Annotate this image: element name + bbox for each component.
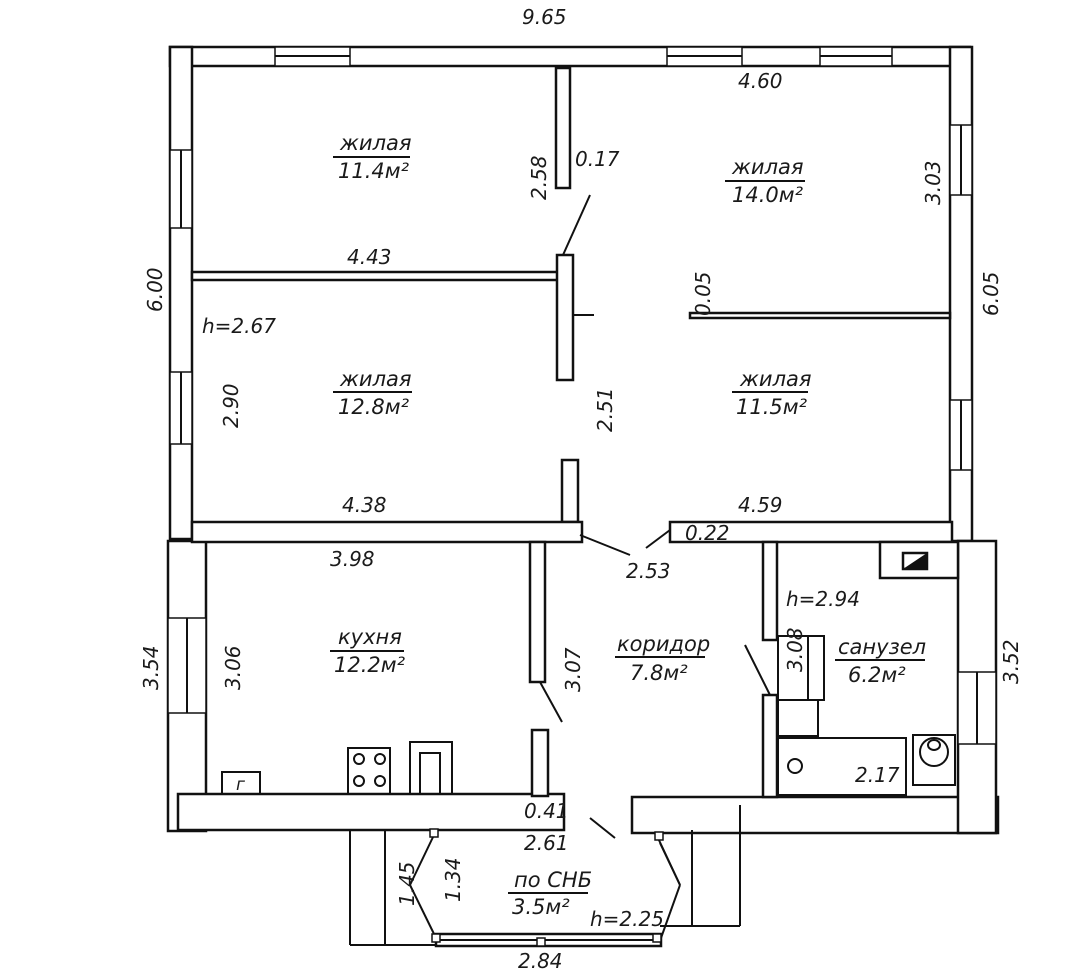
room-kitchen-area: 12.2м²: [334, 653, 406, 677]
dim-303: 3.03: [921, 160, 945, 205]
dim-134: 1.34: [441, 857, 465, 902]
room-living2-area: 14.0м²: [732, 183, 804, 207]
room-living1-area: 11.4м²: [338, 159, 410, 183]
overall-right-dim: 6.05: [979, 271, 1003, 316]
ceiling-height-bath: h=2.94: [786, 587, 860, 611]
overall-width-dim: 9.65: [522, 5, 567, 29]
boiler-label: г: [236, 775, 245, 795]
dim-459: 4.59: [738, 493, 783, 517]
windows: [167, 46, 997, 745]
ceiling-height-main: h=2.67: [202, 314, 276, 338]
ceiling-height-porch: h=2.25: [590, 907, 664, 931]
room-porch-name: по СНБ: [514, 868, 592, 892]
dim-306: 3.06: [221, 645, 245, 690]
room-corridor-area: 7.8м²: [630, 661, 688, 685]
room-porch-area: 3.5м²: [512, 895, 570, 919]
dim-352: 3.52: [999, 639, 1023, 684]
room-living4-area: 11.5м²: [736, 395, 808, 419]
dim-354: 3.54: [139, 645, 163, 690]
dim-261: 2.61: [524, 831, 569, 855]
dim-251: 2.51: [593, 387, 617, 432]
dim-217: 2.17: [855, 763, 900, 787]
dim-438: 4.38: [342, 493, 387, 517]
labels: 9.65 4.60 3.03 2.58 0.17 4.43 0.05 6.00 …: [139, 5, 1023, 970]
bathroom-fixtures: [777, 635, 956, 796]
overall-left-dim: 6.00: [143, 267, 167, 312]
dim-022: 0.22: [685, 521, 730, 545]
room-living1-name: жилая: [339, 131, 412, 155]
dim-145: 1.45: [395, 861, 419, 906]
dim-041: 0.41: [524, 799, 569, 823]
room-bathroom-area: 6.2м²: [848, 663, 906, 687]
dim-460: 4.60: [738, 69, 783, 93]
dim-005: 0.05: [691, 271, 715, 316]
dim-253: 2.53: [626, 559, 671, 583]
dim-284: 2.84: [518, 949, 563, 970]
room-living2-name: жилая: [731, 155, 804, 179]
interior-walls: [190, 66, 960, 799]
area-underlines: [330, 156, 925, 894]
kitchen-fixtures: [221, 741, 453, 795]
porch: [349, 805, 741, 948]
room-kitchen-name: кухня: [338, 625, 402, 649]
dim-258: 2.58: [527, 155, 551, 200]
dim-290: 2.90: [219, 383, 243, 428]
room-bathroom-name: санузел: [838, 635, 926, 659]
room-living4-name: жилая: [739, 367, 812, 391]
room-corridor-name: коридор: [617, 632, 710, 656]
room-living3-name: жилая: [339, 367, 412, 391]
dim-398: 3.98: [330, 547, 375, 571]
dim-443: 4.43: [347, 245, 392, 269]
dim-307: 3.07: [561, 647, 585, 692]
dim-017: 0.17: [575, 147, 620, 171]
room-living3-area: 12.8м²: [338, 395, 410, 419]
dim-308: 3.08: [783, 627, 807, 672]
